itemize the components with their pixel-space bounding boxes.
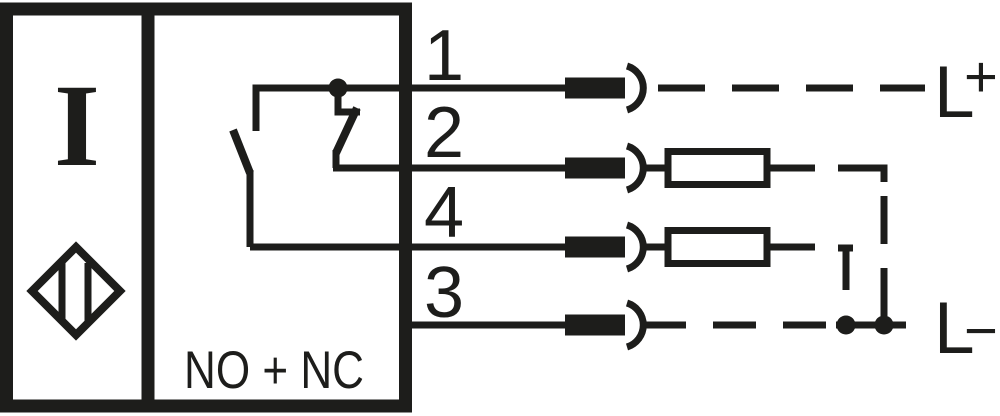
connector-icon-pin3 xyxy=(565,299,647,351)
pin4-load-branch xyxy=(643,227,853,290)
load-resistor-icon-pin4 xyxy=(664,227,771,267)
connector-icon-pin2 xyxy=(565,142,647,194)
supply-negative-label: L − xyxy=(934,288,998,369)
sensor-body-outline xyxy=(0,2,412,413)
connector-icon-pin1 xyxy=(565,62,647,114)
nc-contact-symbol xyxy=(332,88,361,168)
supply-positive-label: L + xyxy=(934,45,998,134)
supply-positive-sign: + xyxy=(964,45,998,110)
pin-4-label: 4 xyxy=(424,173,464,253)
supply-negative-sign: − xyxy=(964,299,998,364)
connector-icon-pin4 xyxy=(565,221,647,273)
no-contact-symbol xyxy=(229,128,254,247)
nc-contact-arm xyxy=(332,106,361,155)
pin-2-label: 2 xyxy=(424,93,464,173)
pin2-load-branch xyxy=(643,148,888,316)
output-circuit-cell: NO + NC xyxy=(184,78,565,400)
no-contact-arm xyxy=(229,128,254,175)
supply-positive-letter: L xyxy=(934,52,975,133)
inductive-sensor-icon xyxy=(26,241,126,341)
sensor-type-cell: I xyxy=(26,60,126,341)
sensor-body xyxy=(0,2,412,413)
supply-negative-letter: L xyxy=(934,288,975,369)
lminus-rail xyxy=(643,315,906,335)
pin-labels: 1 2 4 3 xyxy=(424,16,464,333)
function-label: NO + NC xyxy=(184,341,364,400)
junction-dot xyxy=(836,315,856,335)
pin-3-label: 3 xyxy=(424,253,464,333)
junction-dot xyxy=(874,315,894,335)
pin-1-label: 1 xyxy=(424,16,464,96)
diamond-outline xyxy=(26,241,126,341)
load-resistor-icon-pin2 xyxy=(664,148,771,188)
pin2-branch-corner xyxy=(838,164,888,182)
inductive-type-letter: I xyxy=(54,60,100,191)
connector-icons xyxy=(565,62,647,351)
common-rail-line xyxy=(252,84,565,131)
